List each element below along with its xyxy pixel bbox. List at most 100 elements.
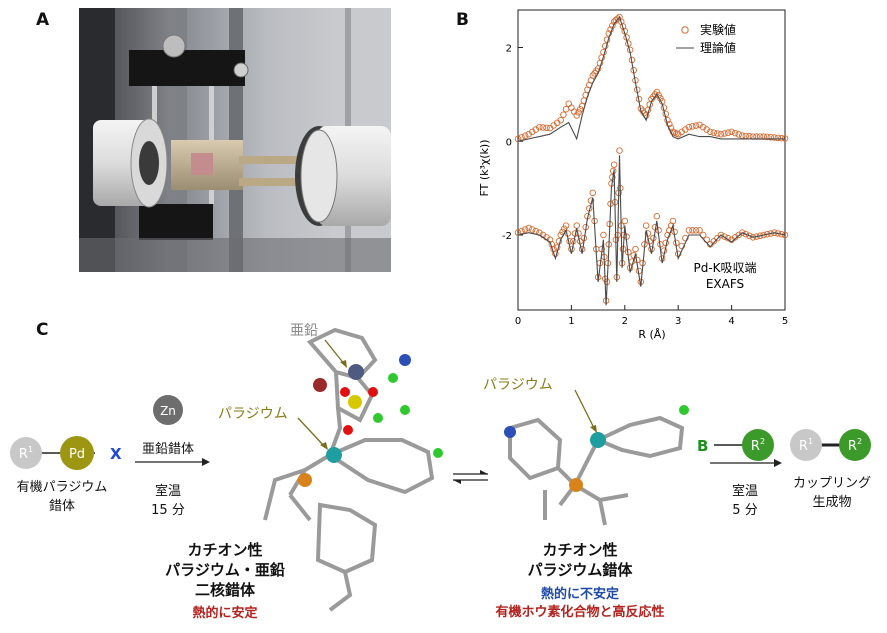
reactant-caption-line1: 有機パラジウム [16,480,108,495]
experimental-point [689,123,696,130]
x-tick-label: 0 [515,316,521,327]
experimental-point [763,230,771,238]
experimental-point [600,231,607,239]
experimental-point [666,120,673,128]
experimental-point [728,128,735,136]
experimental-point [692,227,700,234]
experimental-point [632,245,639,253]
experimental-point [763,133,771,141]
experimental-point [774,230,782,237]
zn-ball [153,395,183,425]
boron-cond-time: 5 分 [732,503,758,518]
experimental-point [577,105,584,113]
panel-label-a: A [36,10,50,30]
experimental-point [561,225,568,232]
x-tick-label: 1 [568,316,574,327]
experimental-point [696,227,703,234]
complex1-note: 熱的に安定 [192,606,258,621]
experimental-point [682,234,689,242]
experimental-point [605,30,613,37]
experimental-point [778,230,785,238]
legend-label-experimental: 実験値 [700,22,736,37]
theory-line [517,155,786,306]
experimental-point [735,131,742,138]
x-tick-label: 5 [782,316,788,327]
experimental-point [528,226,536,233]
apparatus-drawing [79,8,391,272]
series-group [514,13,789,306]
pd-ball [60,436,94,470]
experimental-point [721,233,728,240]
experimental-point [616,147,623,154]
reactant-caption-line2: 錯体 [48,499,75,514]
legend-label-theory: 理論値 [700,40,736,55]
experimental-point [781,231,789,239]
complex2-note1: 熱的に不安定 [540,587,619,602]
experimental-point [621,217,629,225]
experimental-point [543,124,550,132]
experimental-point [760,231,767,239]
plot-frame [517,9,786,311]
experimental-point [739,229,746,236]
product-r1-ball [790,429,822,461]
experimental-point [756,232,764,240]
experimental-point [521,226,529,233]
product-caption-line1: カップリング [792,476,871,491]
experimental-point [575,109,582,116]
x-label: X [110,445,122,463]
pd-label: Pd [69,447,85,462]
experimental-point [560,111,567,118]
experimental-point [562,222,570,229]
legend-marker-experimental [681,26,689,34]
reactant-caption: 有機パラジウム 錯体 [2,476,122,514]
experimental-point [536,123,543,131]
complex2-note2: 有機ホウ素化合物と高反応性 [495,605,665,620]
x-tick-label: 2 [622,316,628,327]
experimental-point [767,133,775,141]
experimental-point [678,242,686,250]
y-tick-label: -2 [502,231,512,242]
apparatus-photo [79,8,391,272]
y-tick-label: 2 [506,44,512,55]
experimental-point [692,122,700,129]
experimental-point [573,112,580,119]
annotation-edge: Pd-K吸収端 [693,261,756,275]
complex1-title-line3: 二核錯体 [194,581,255,599]
experimental-point [753,233,760,240]
experimental-point [610,161,618,168]
product-r2-ball [839,429,871,461]
annotation-exafs: EXAFS [706,277,744,291]
panel-label-c: C [36,320,49,340]
complex2-atoms [504,405,689,492]
boron-conditions: 室温 5 分 [705,480,785,518]
experimental-point [771,229,778,236]
experimental-point [589,189,597,197]
pd-pointer-label-1: パラジウム [218,406,288,422]
experimental-point [642,222,650,229]
x-tick-label: 3 [675,316,681,327]
complex2-title: カチオン性 パラジウム錯体 [500,540,660,580]
product-r2-label: R2 [848,437,862,454]
experimental-point [557,116,564,124]
experimental-point [749,234,757,241]
r2-ball [742,429,774,461]
experimental-point [667,124,675,132]
zn-cond-time: 15 分 [151,503,185,518]
y-tick-label: 0 [506,137,512,148]
experimental-point [710,129,718,136]
experimental-point [689,227,696,234]
experimental-point [767,230,775,237]
theory-line [517,15,785,142]
experimental-point [653,212,661,220]
experimental-point [514,229,522,236]
product-caption-line2: 生成物 [812,495,852,510]
zn-cond-temp: 室温 [154,484,181,499]
y-axis-label: FT (k³χ(k)) [478,139,491,196]
experimental-point [525,224,532,232]
experimental-point [717,130,725,138]
experimental-point [514,135,522,143]
r1-label: R1 [19,445,33,462]
complex1-title-line2: パラジウム・亜鉛 [165,561,285,579]
